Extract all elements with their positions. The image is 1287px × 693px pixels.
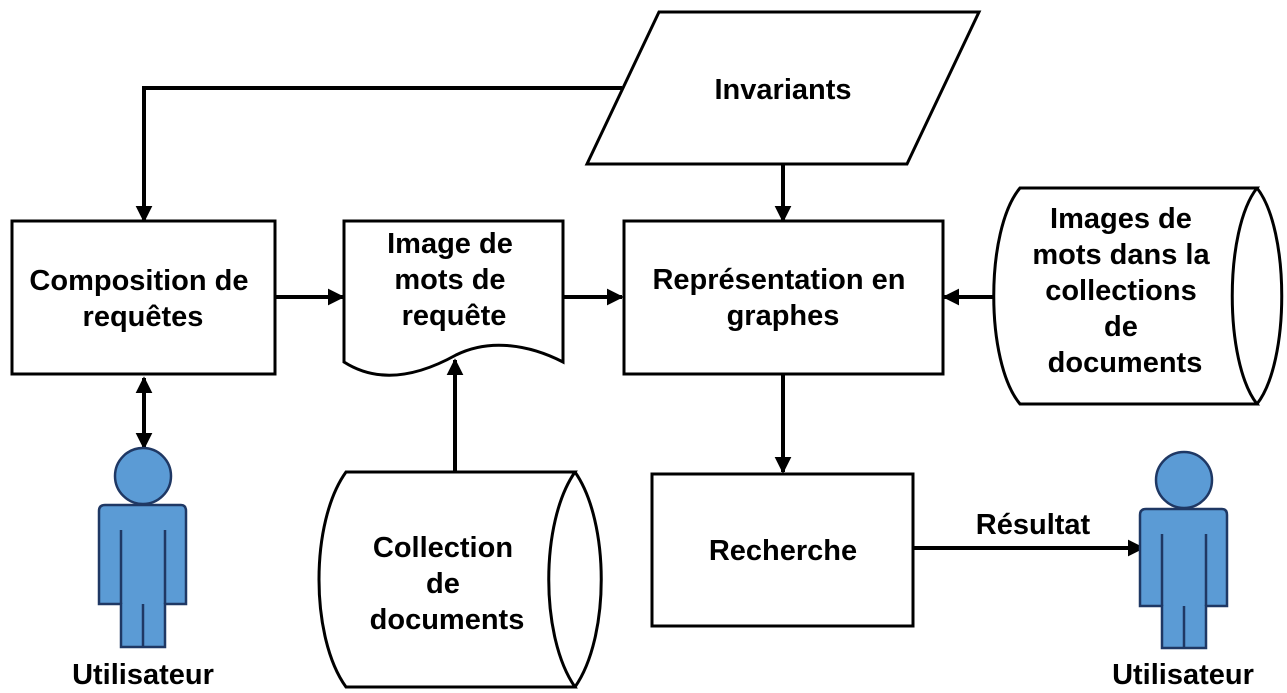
invariants-label: Invariants xyxy=(715,74,852,106)
invariants-data-shape xyxy=(584,10,982,166)
user-icon-left xyxy=(97,446,188,649)
result-edge-label: Résultat xyxy=(976,509,1091,541)
collection-label: Collection de documents xyxy=(370,532,525,636)
query-image-label: Image de mots de requête xyxy=(387,228,521,332)
composition-label: Composition de requêtes xyxy=(29,265,256,333)
query-image-document-shape xyxy=(342,219,565,377)
search-label: Recherche xyxy=(709,535,857,567)
word-images-label: Images de mots dans la collections de do… xyxy=(1032,203,1217,379)
representation-box xyxy=(622,219,945,376)
edge-invariants-to-composition xyxy=(135,86,622,223)
collection-database-curve xyxy=(573,471,603,688)
user-icon-right xyxy=(1138,450,1229,650)
search-box xyxy=(650,472,915,628)
composition-box xyxy=(10,219,277,376)
user-left-label: Utilisateur xyxy=(72,659,214,691)
representation-label: Représentation en graphes xyxy=(652,264,913,332)
user-right-label: Utilisateur xyxy=(1112,659,1254,691)
word-images-database-curve xyxy=(1255,187,1284,405)
